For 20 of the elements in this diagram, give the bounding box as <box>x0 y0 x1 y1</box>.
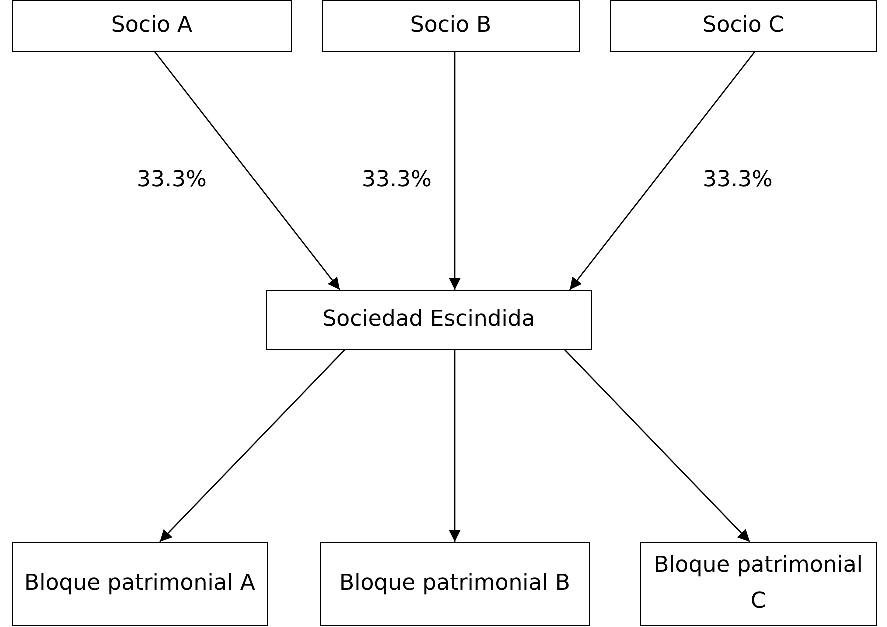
process-box <box>320 542 590 626</box>
arrow <box>449 350 461 542</box>
box-label: Bloque patrimonial C <box>653 552 864 616</box>
arrow <box>569 52 756 290</box>
arrow <box>154 52 341 290</box>
arrow <box>449 52 461 290</box>
box-label: Socio B <box>410 12 492 40</box>
box-label: Bloque patrimonial B <box>340 570 570 598</box>
process-box <box>266 290 592 350</box>
box-label: Socio A <box>111 12 193 40</box>
arrow <box>160 350 346 542</box>
box-label: Bloque patrimonial A <box>24 570 256 598</box>
box-label: Sociedad Escindida <box>322 306 536 334</box>
process-box <box>322 0 580 52</box>
process-box <box>12 542 268 626</box>
process-box <box>640 542 877 626</box>
box-label: Socio C <box>702 12 784 40</box>
process-box <box>12 0 292 52</box>
process-box <box>610 0 877 52</box>
arrow <box>564 350 750 542</box>
